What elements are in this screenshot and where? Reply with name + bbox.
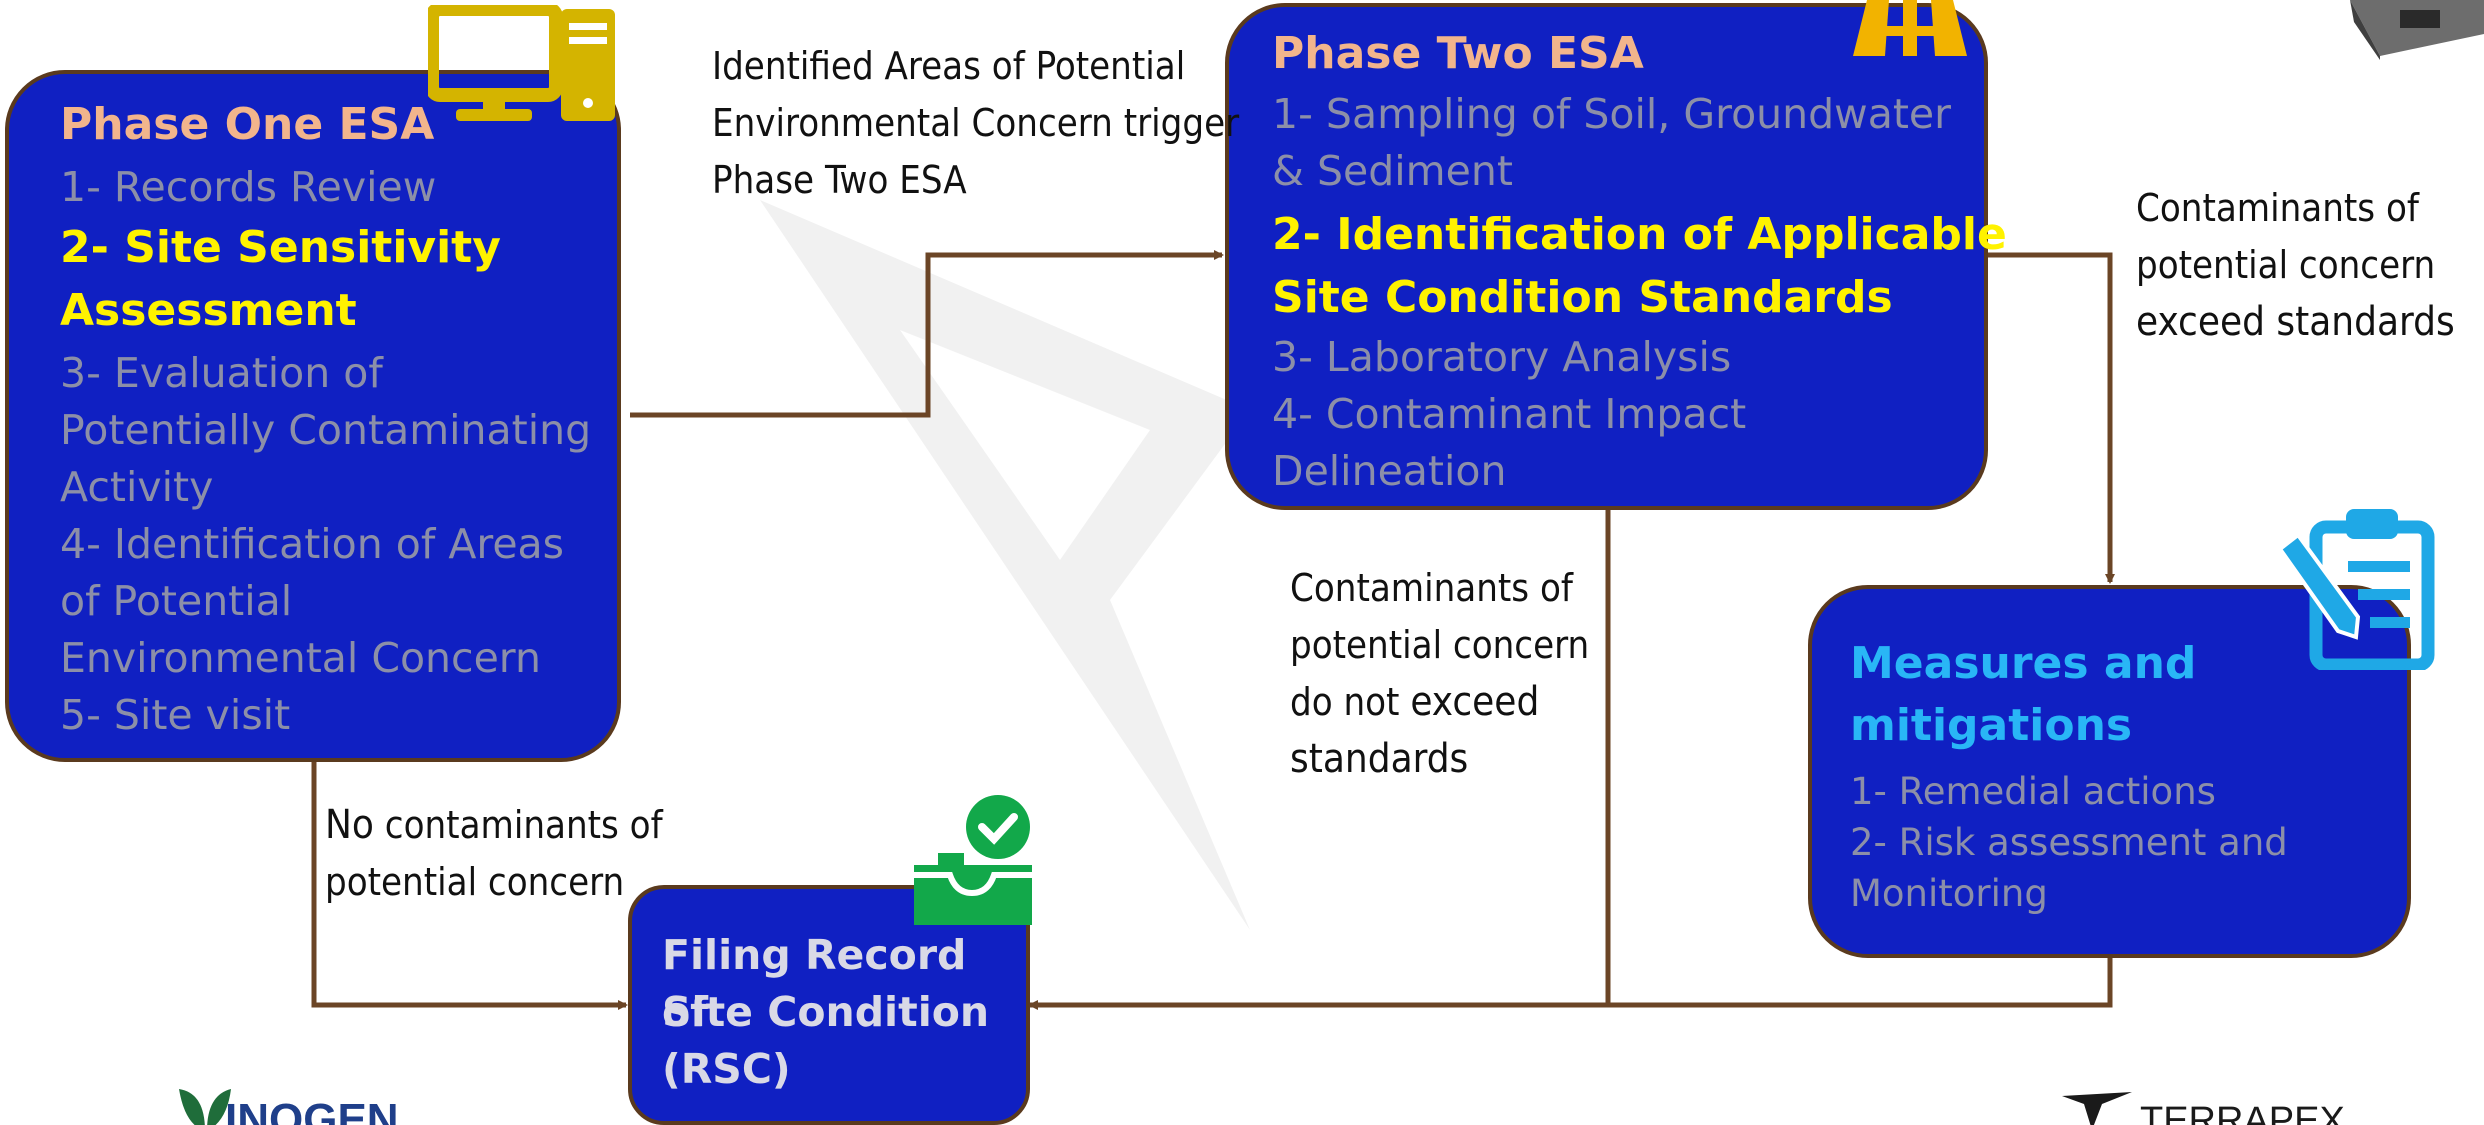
exceed-note: potential concern — [2136, 243, 2436, 287]
measures-title: Measures and — [1850, 638, 2197, 689]
device-photo-icon — [2350, 0, 2484, 60]
no-contaminants-note: No contaminants of — [325, 802, 663, 848]
phase-one-item: 1- Records Review — [60, 163, 437, 211]
phase-two-item: & Sediment — [1272, 147, 1513, 195]
not-exceed-note: potential concern — [1290, 623, 1590, 667]
phase-one-item: 3- Evaluation of — [60, 349, 383, 397]
phase-one-item: Environmental Concern — [60, 634, 541, 682]
phase-one-item-highlight: 2- Site Sensitivity — [60, 222, 501, 273]
no-contaminants-note: potential concern — [325, 860, 625, 904]
arrow-phase1-to-phase2 — [630, 250, 1224, 418]
rsc-title: Site Condition — [662, 988, 990, 1036]
logo-terrapex-text: TERRAPEX — [2140, 1100, 2345, 1125]
not-exceed-note: standards — [1290, 736, 1469, 782]
phase-two-item: 1- Sampling of Soil, Groundwater — [1272, 90, 1951, 138]
measures-title: mitigations — [1850, 700, 2133, 751]
trigger-note: Identified Areas of Potential — [712, 44, 1186, 88]
measures-item: Monitoring — [1850, 872, 2048, 915]
measures-item: 1- Remedial actions — [1850, 770, 2216, 813]
logo-terrapex: TERRAPEX — [2062, 1090, 2362, 1125]
logo-inogen: INOGEN — [175, 1085, 435, 1125]
phase-two-title: Phase Two ESA — [1272, 28, 1644, 79]
arrow-phase1-to-rsc — [311, 762, 628, 1010]
phase-two-item: 3- Laboratory Analysis — [1272, 333, 1732, 381]
terrapex-mark-icon — [2062, 1092, 2132, 1125]
phase-two-item-highlight: Site Condition Standards — [1272, 272, 1893, 323]
phase-one-item: 4- Identification of Areas — [60, 520, 565, 568]
leaf-icon — [179, 1089, 231, 1125]
arrow-phase2-to-measures — [1988, 252, 2115, 584]
clipboard-pencil-icon — [2280, 509, 2435, 670]
phase-two-item: Delineation — [1272, 447, 1507, 495]
trigger-note: Environmental Concern trigger — [712, 101, 1240, 145]
phase-one-item-highlight: Assessment — [60, 285, 357, 336]
rsc-box: Filing Record of Site Condition (RSC) — [628, 885, 1030, 1125]
phase-two-item-highlight: 2- Identification of Applicable — [1272, 209, 2007, 260]
phase-one-item: of Potential — [60, 577, 293, 625]
phase-one-item: 5- Site visit — [60, 691, 291, 739]
phase-one-box: Phase One ESA 1- Records Review 2- Site … — [5, 70, 621, 762]
measures-item: 2- Risk assessment and — [1850, 821, 2288, 864]
inbox-check-icon — [914, 795, 1032, 925]
logo-inogen-text: INOGEN — [225, 1095, 399, 1125]
phase-one-item: Potentially Contaminating — [60, 406, 592, 454]
phase-two-box: Phase Two ESA 1- Sampling of Soil, Groun… — [1225, 3, 2007, 510]
rsc-title: (RSC) — [662, 1045, 791, 1093]
arrow-measures-to-rsc — [1028, 958, 2113, 1010]
rsc-title: Filing Record of — [662, 931, 967, 1036]
phase-two-item: 4- Contaminant Impact — [1272, 390, 1747, 438]
exceed-note: Contaminants of — [2136, 186, 2419, 230]
not-exceed-note: do not exceed — [1290, 679, 1540, 725]
not-exceed-note: Contaminants of — [1290, 566, 1573, 610]
trigger-note: Phase Two ESA — [712, 158, 967, 202]
phase-one-item: Activity — [60, 463, 214, 511]
phase-one-title: Phase One ESA — [60, 99, 435, 150]
tower-icon — [1853, 0, 1967, 56]
exceed-note: exceed standards — [2136, 299, 2455, 345]
computer-icon — [428, 5, 615, 121]
